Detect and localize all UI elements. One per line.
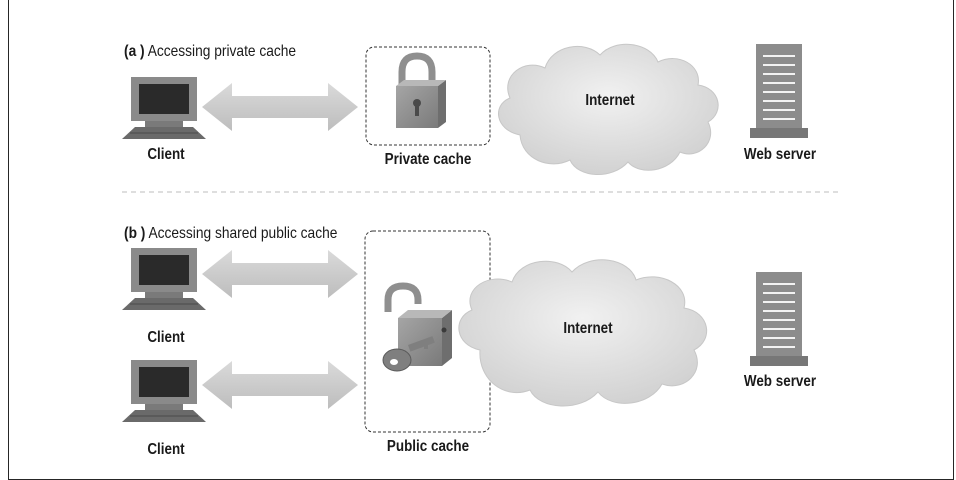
cache-box: [365, 46, 491, 146]
closed-padlock-icon: [396, 52, 446, 128]
web-server-label: Web server: [743, 373, 817, 390]
key-icon: [382, 336, 435, 372]
client-monitor-icon: [122, 77, 206, 139]
double-arrow: [202, 361, 358, 409]
web-server-label: Web server: [743, 146, 817, 163]
panel-a-caption-text: Accessing private cache: [147, 43, 297, 60]
web-server-icon: [750, 272, 808, 366]
cache-box: [364, 230, 491, 433]
client-label: Client: [147, 146, 185, 163]
internet-label: Internet: [585, 92, 635, 109]
web-server-icon: [750, 44, 808, 138]
double-arrow: [202, 83, 358, 131]
panel-a-tag: (a ): [124, 43, 145, 60]
cloud-icon: [498, 43, 719, 175]
client-monitor-icon: [122, 360, 206, 422]
public-cache-label: Public cache: [386, 438, 470, 455]
panel-b-caption-text: Accessing shared public cache: [148, 225, 338, 242]
client-label: Client: [147, 441, 185, 458]
client-monitor-icon: [122, 248, 206, 310]
internet-label: Internet: [563, 320, 613, 337]
double-arrow: [202, 250, 358, 298]
panel-b-tag: (b ): [124, 225, 146, 242]
private-cache-label: Private cache: [384, 151, 472, 168]
cloud-icon: [458, 259, 708, 407]
client-label: Client: [147, 329, 185, 346]
panel-b-caption: (b ) Accessing shared public cache: [124, 226, 337, 242]
panel-a-caption: (a ) Accessing private cache: [124, 44, 296, 60]
